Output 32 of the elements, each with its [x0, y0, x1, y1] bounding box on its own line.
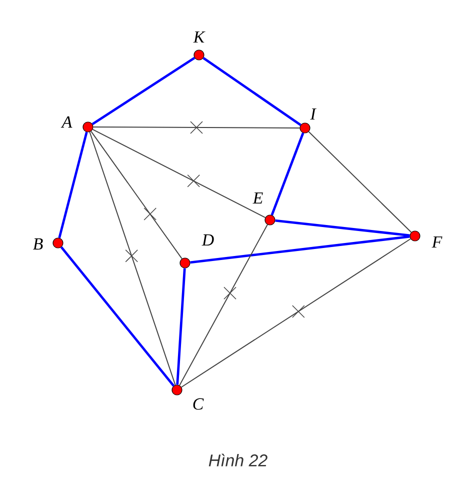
figure-caption: Hình 22 [208, 454, 268, 466]
line-segment [60, 246, 175, 387]
point [194, 50, 204, 60]
point [180, 258, 190, 268]
line-segment [92, 128, 266, 218]
line-segment [176, 268, 186, 385]
line-segment [92, 126, 300, 128]
point [172, 384, 182, 396]
line-segment [275, 219, 410, 237]
point-label: E [252, 192, 263, 204]
line-segment [190, 235, 410, 264]
line-segment [89, 132, 176, 386]
point [52, 238, 64, 248]
point-label: A [60, 116, 72, 128]
line-segment [202, 57, 302, 126]
point [410, 230, 420, 242]
point-label: B [32, 238, 43, 250]
line-segment [179, 224, 268, 386]
point [300, 122, 310, 134]
point-label: K [193, 31, 206, 43]
line-segment [180, 238, 412, 388]
line-segment [90, 130, 182, 260]
line-segment [92, 56, 196, 126]
point-label: D [202, 234, 214, 246]
line-segment [308, 131, 412, 233]
point [264, 214, 276, 226]
line-segment [270, 132, 304, 216]
point-label: C [193, 398, 204, 410]
point-label: F [432, 236, 442, 248]
line-segment [58, 132, 88, 238]
point-label: I [310, 108, 316, 120]
point [82, 122, 94, 132]
